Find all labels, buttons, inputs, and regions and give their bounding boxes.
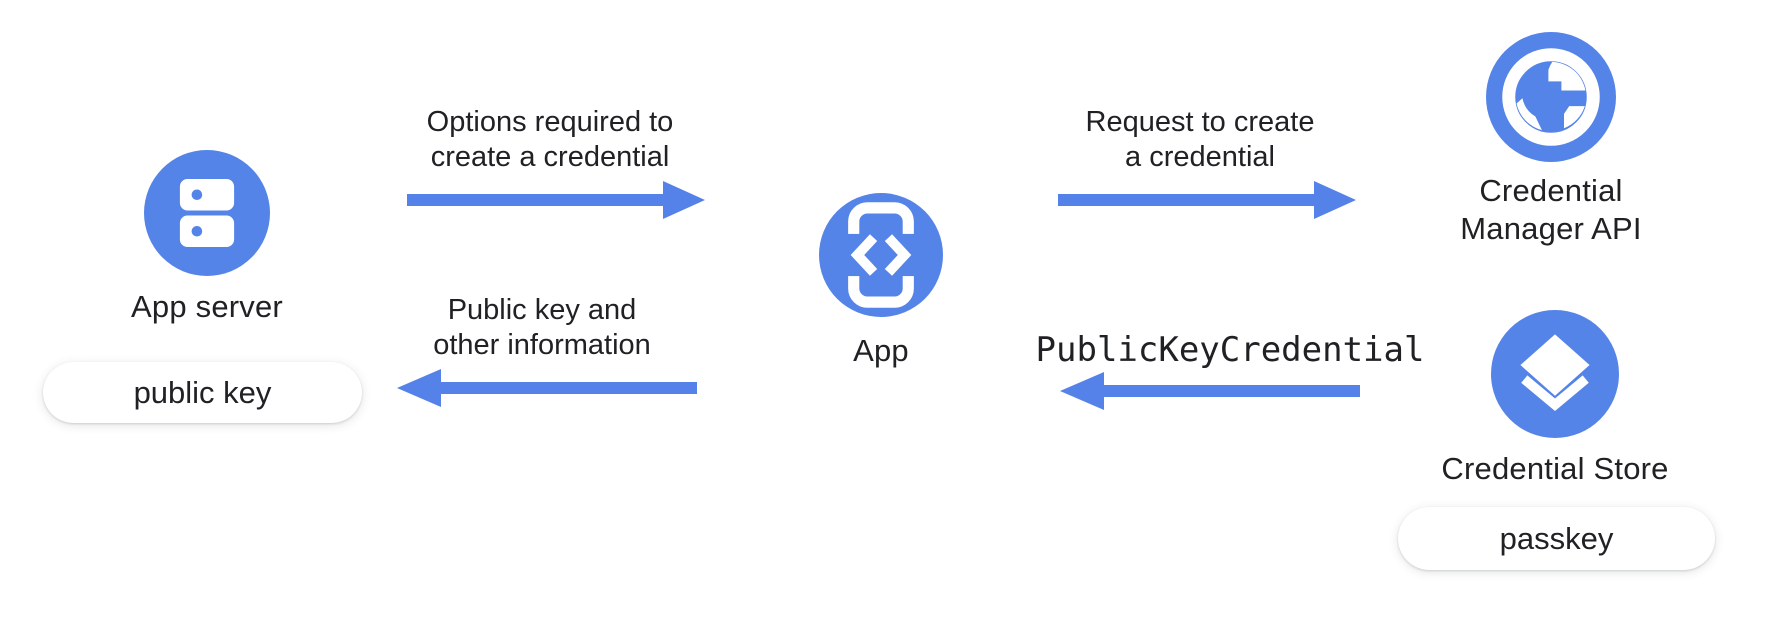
passkey-pill-label: passkey: [1499, 520, 1614, 556]
globe-icon: [1486, 32, 1616, 162]
public-key-pill: public key: [43, 362, 362, 423]
options-arrow-label: Options required to create a credential: [426, 106, 674, 173]
server-icon: [144, 150, 270, 276]
credential-store-label: Credential Store: [1441, 451, 1669, 486]
layers-icon: [1491, 310, 1619, 438]
arrow-right-icon: [1058, 181, 1356, 219]
arrow-left-icon: [397, 369, 697, 407]
phone-code-icon: [819, 193, 943, 317]
passkey-pill: passkey: [1398, 507, 1715, 570]
publickeycredential-arrow-label: PublicKeyCredential: [1035, 330, 1425, 370]
request-arrow-label: Request to create a credential: [1085, 106, 1315, 173]
arrow-right-icon: [407, 181, 705, 219]
public-key-arrow-label: Public key and other information: [433, 294, 651, 361]
app-server-label: App server: [131, 289, 283, 324]
app-label: App: [853, 333, 909, 368]
credential-manager-api-label: Credential Manager API: [1460, 173, 1642, 246]
arrow-left-icon: [1060, 372, 1360, 410]
public-key-pill-label: public key: [133, 374, 272, 410]
